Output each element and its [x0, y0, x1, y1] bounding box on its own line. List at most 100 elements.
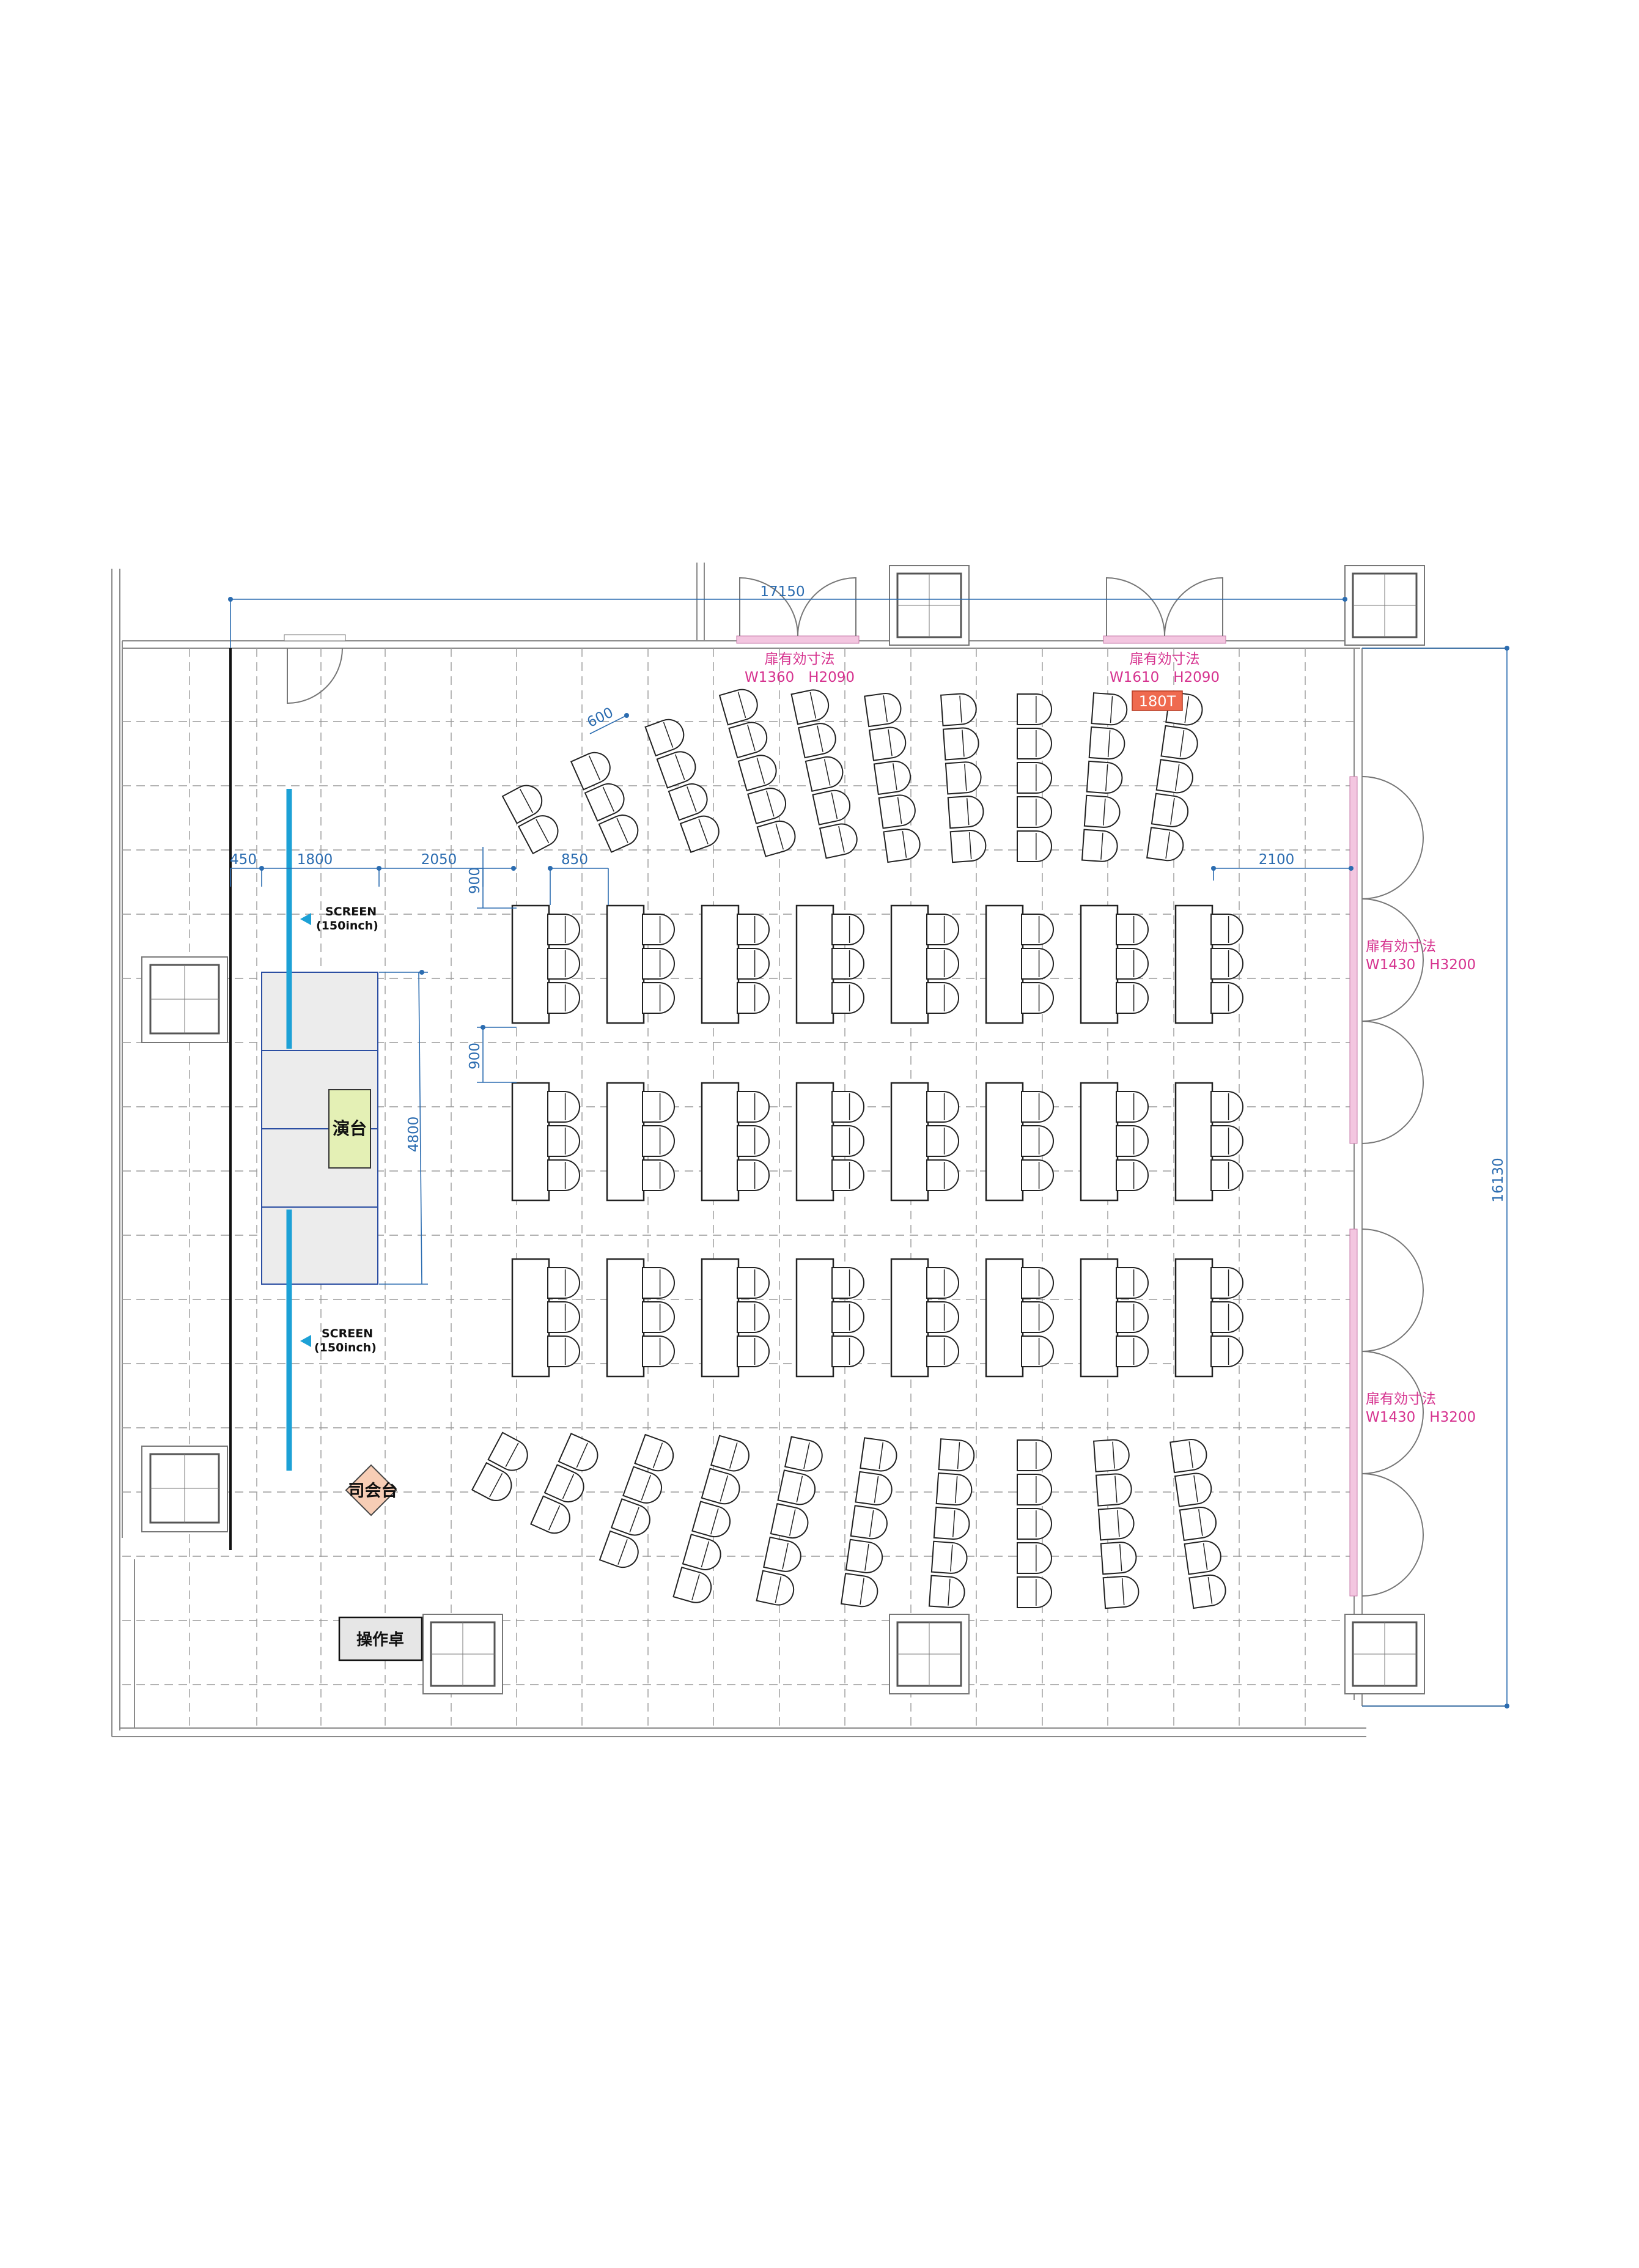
column — [422, 1614, 503, 1694]
chair — [1116, 982, 1149, 1014]
table — [701, 1082, 740, 1202]
chair — [831, 1091, 864, 1123]
chair-column — [1146, 691, 1203, 862]
table — [1174, 1082, 1214, 1202]
chair — [547, 982, 580, 1014]
chair — [1116, 914, 1149, 945]
chair — [487, 1431, 528, 1471]
chair — [926, 982, 959, 1014]
chair — [1017, 1508, 1052, 1540]
chair — [737, 1267, 770, 1299]
door-swing — [797, 577, 856, 637]
chair — [1017, 830, 1052, 862]
table — [1080, 1082, 1119, 1202]
screen-label: (150inch) — [316, 919, 378, 933]
console-label: 操作卓 — [356, 1631, 404, 1649]
chair — [737, 1125, 770, 1157]
chair — [558, 1433, 599, 1471]
chair — [668, 783, 708, 821]
chair — [584, 783, 625, 822]
chair — [831, 1159, 864, 1191]
chair — [1174, 1472, 1212, 1507]
table-set — [701, 904, 770, 1024]
chair — [644, 718, 685, 757]
column — [141, 956, 228, 1043]
door-swing — [1164, 577, 1223, 637]
dimension-width: 17150 — [760, 584, 805, 600]
table-set — [1080, 1082, 1149, 1202]
table-set — [985, 904, 1054, 1024]
chair — [1017, 693, 1052, 725]
table — [606, 904, 645, 1024]
chair — [691, 1501, 731, 1538]
table-set — [890, 1082, 959, 1202]
chair — [599, 1530, 639, 1568]
dimension-4800: 4800 — [406, 1117, 422, 1153]
chair — [945, 761, 982, 795]
chair — [1210, 948, 1243, 980]
chair — [790, 689, 830, 725]
table — [511, 1082, 550, 1202]
chair — [737, 914, 770, 945]
chair — [737, 755, 777, 792]
table — [985, 1082, 1024, 1202]
doors — [284, 577, 1424, 1597]
table-set — [1174, 1082, 1243, 1202]
door-leaf — [284, 634, 346, 641]
chair — [812, 789, 850, 826]
door-label-title: 扉有効寸法 — [1366, 1391, 1436, 1407]
chair — [850, 1505, 888, 1540]
chair — [1146, 827, 1184, 862]
chair-column — [471, 1431, 528, 1501]
chair — [642, 914, 675, 945]
chair-column — [1017, 1439, 1052, 1608]
column — [1344, 1614, 1425, 1694]
door-swing — [287, 648, 343, 704]
chair — [1155, 759, 1193, 794]
chair — [1210, 1159, 1243, 1191]
table-set — [701, 1082, 770, 1202]
table — [511, 1258, 550, 1378]
chair-column — [644, 718, 720, 854]
chair — [547, 914, 580, 945]
chair — [855, 1471, 893, 1505]
screen-arrow-icon — [300, 913, 311, 925]
chair — [1021, 1159, 1054, 1191]
chair — [947, 796, 984, 829]
chair — [547, 1335, 580, 1367]
door-label-size: W1430 H3200 — [1366, 1409, 1476, 1425]
chair — [501, 785, 543, 824]
chair — [1210, 1335, 1243, 1367]
table — [985, 904, 1024, 1024]
door-label-title: 扉有効寸法 — [1130, 651, 1200, 667]
chair — [547, 1267, 580, 1299]
chair — [831, 1335, 864, 1367]
chair — [642, 1159, 675, 1191]
chair — [737, 982, 770, 1014]
chair — [1021, 982, 1054, 1014]
chair-column — [530, 1433, 599, 1534]
table-set — [1174, 1258, 1243, 1378]
screen-label: (150inch) — [314, 1341, 377, 1354]
chair — [831, 914, 864, 945]
table-set — [795, 904, 864, 1024]
mc-stand-label: 司会台 — [348, 1481, 398, 1501]
chair — [710, 1435, 750, 1472]
theater-chairs — [471, 689, 1226, 1609]
chair — [672, 1566, 712, 1603]
chair — [1210, 1091, 1243, 1123]
chair — [840, 1573, 878, 1608]
chair — [1021, 1091, 1054, 1123]
chair — [547, 1301, 580, 1333]
chair-column — [840, 1437, 897, 1608]
column — [1344, 565, 1425, 646]
chair-column — [718, 689, 796, 857]
table — [795, 1258, 834, 1378]
chair — [1210, 1125, 1243, 1157]
chair — [831, 982, 864, 1014]
door-swing — [739, 577, 798, 637]
table — [890, 1082, 929, 1202]
chair — [1017, 762, 1052, 794]
table — [795, 904, 834, 1024]
door-label-title: 扉有効寸法 — [765, 651, 835, 667]
